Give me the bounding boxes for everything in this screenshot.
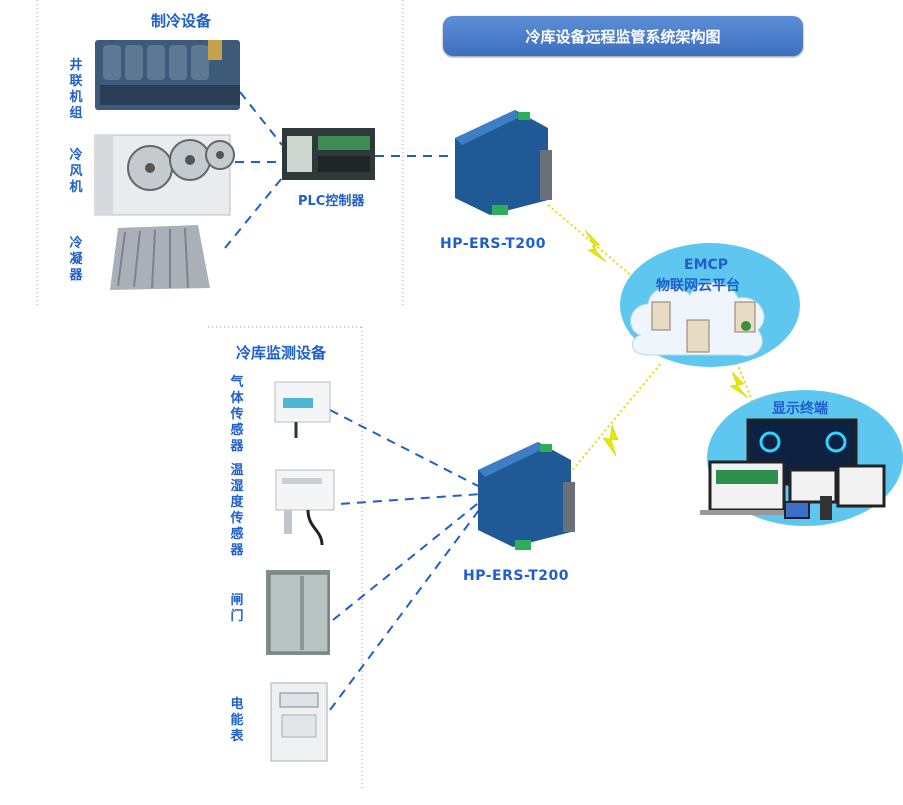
- condenser-image: [110, 225, 210, 290]
- electric-meter-image: [270, 682, 328, 762]
- monitoring-section-title: 冷库监测设备: [236, 344, 327, 362]
- cloud-label-line1: EMCP: [684, 257, 729, 273]
- cloud-platform-image: [620, 243, 800, 367]
- gateway1-label: HP-ERS-T200: [440, 236, 546, 252]
- link-meter-gateway2: [329, 505, 483, 711]
- air-cooler-label: 冷风机: [69, 148, 83, 195]
- plc-label: PLC控制器: [298, 194, 365, 209]
- condenser-label: 冷凝器: [69, 236, 83, 283]
- temperature-humidity-sensor-label: 温湿度传感器: [230, 463, 244, 558]
- link-gas-gateway2: [329, 409, 483, 489]
- door-label: 闸门: [230, 593, 244, 624]
- display-terminal-label: 显示终端: [772, 401, 828, 417]
- plc-image: [282, 128, 375, 180]
- link-th-gateway2: [324, 493, 483, 506]
- gateway2-label: HP-ERS-T200: [463, 568, 569, 584]
- lightning-icon: [584, 229, 607, 263]
- lightning-icon: [602, 424, 619, 457]
- wireless-gw2-cloud: [559, 361, 663, 486]
- refrigeration-section-title: 制冷设备: [151, 12, 212, 30]
- link-condenser-plc: [224, 177, 283, 249]
- link-unit-plc: [239, 91, 283, 146]
- cloud-label-line2: 物联网云平台: [656, 278, 740, 294]
- door-image: [266, 570, 330, 655]
- gateway1-image: [455, 110, 552, 215]
- gas-sensor-image: [274, 381, 331, 438]
- temperature-humidity-sensor-image: [275, 469, 335, 546]
- gateway2-image: [478, 442, 575, 550]
- link-door-gateway2: [332, 499, 483, 621]
- electric-meter-label: 电能表: [230, 697, 244, 744]
- compressor-unit-label: 井联机组: [69, 58, 83, 121]
- gas-sensor-label: 气体传感器: [230, 375, 244, 454]
- air-cooler-image: [94, 134, 235, 216]
- diagram-title: 冷库设备远程监管系统架构图: [443, 16, 803, 56]
- compressor-unit-image: [95, 40, 240, 110]
- display-terminal-image: [700, 390, 903, 526]
- lightning-icon: [729, 371, 749, 399]
